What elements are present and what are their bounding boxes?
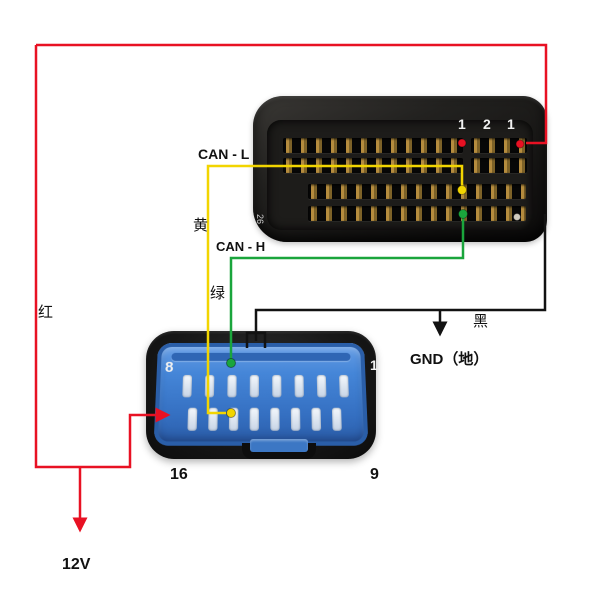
pin-slot — [272, 374, 282, 398]
pin-number-1b: 1 — [507, 116, 515, 132]
pin-slot — [316, 374, 327, 398]
pin-row — [283, 138, 463, 153]
pin-row-bottom — [187, 407, 342, 431]
connector-tab-blue — [250, 439, 308, 452]
obd-female-connector: 8 1 — [146, 331, 378, 459]
pin-slot — [187, 407, 198, 431]
can-h-label: CAN - H — [216, 239, 266, 254]
pin-number-1: 1 — [458, 116, 466, 132]
pin-slot — [204, 374, 215, 398]
pin-slot — [249, 374, 259, 398]
obd-male-connector: 1 2 1 26 — [253, 96, 547, 242]
pin-slot — [294, 374, 304, 398]
pin-slot — [311, 407, 322, 431]
pin-slot — [208, 407, 218, 431]
pin-slot — [339, 374, 349, 398]
black-wire-label: 黑 — [473, 313, 489, 330]
pin-slot — [270, 407, 280, 431]
pin-row — [283, 158, 463, 173]
yellow-wire-label: 黄 — [193, 217, 209, 234]
pin-row — [308, 184, 526, 199]
pin9-label: 9 — [370, 466, 379, 483]
connector-blue-face: 8 — [153, 343, 369, 446]
connector-ridge — [171, 352, 351, 361]
pin-slot — [227, 374, 237, 398]
pin-slot — [182, 374, 193, 398]
can-l-label: CAN - L — [198, 146, 250, 162]
red-wire-label: 红 — [38, 304, 54, 321]
green-wire-label: 绿 — [210, 285, 226, 302]
pin8-label: 8 — [164, 358, 174, 376]
pin-row — [471, 158, 527, 173]
12v-label: 12V — [62, 556, 91, 573]
gnd-label: GND（地） — [410, 351, 489, 368]
pin-row-top — [182, 374, 349, 398]
pin-row — [471, 138, 527, 153]
connector-side-label: 26 — [255, 213, 266, 225]
pin-number-2: 2 — [483, 116, 491, 132]
pin-slot — [249, 407, 259, 431]
pin-row — [308, 206, 526, 221]
pin-slot — [331, 407, 342, 431]
pin-slot — [228, 407, 239, 431]
pin16-label: 16 — [170, 466, 188, 483]
pin1-label: 1 — [370, 357, 378, 373]
pin-slot — [290, 407, 301, 431]
